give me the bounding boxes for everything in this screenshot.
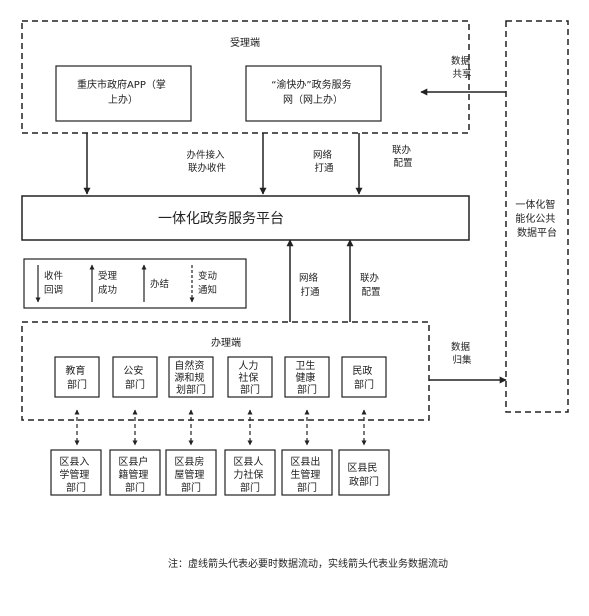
public-data-platform-box xyxy=(505,20,569,413)
district-box-enrollment xyxy=(50,449,102,496)
handling-end-title: 办理端 xyxy=(211,336,241,349)
district-label-housing: 区县房 屋管理 部门 xyxy=(174,455,207,494)
data-share-label: 数据 共享 xyxy=(451,55,473,80)
district-box-birth xyxy=(281,449,333,496)
dept-label-natural-resources: 自然资 源和规 划部门 xyxy=(174,359,207,396)
status-change-label: 变动 通知 xyxy=(198,270,220,296)
dept-label-public-security: 公安 部门 xyxy=(123,364,146,391)
status-accepted-label: 受理 成功 xyxy=(98,270,120,296)
intake-label: 办件接入 联办收件 xyxy=(186,149,227,174)
dept-label-civil-affairs: 民政 部门 xyxy=(352,364,375,391)
gov-app-box xyxy=(55,65,192,122)
dept-label-hr-social: 人力 社保 部门 xyxy=(238,359,261,396)
district-label-civil-affairs: 区县民 政部门 xyxy=(347,462,380,488)
gov-service-platform-box xyxy=(21,195,470,241)
dept-box-health xyxy=(284,356,330,398)
legend-note: 注：虚线箭头代表必要时数据流动，实线箭头代表业务数据流动 xyxy=(168,557,448,570)
data-collect-label: 数据 归集 xyxy=(451,341,473,366)
joint-config-top-label: 联办 配置 xyxy=(392,144,414,169)
joint-config-mid-label: 联办 配置 xyxy=(360,272,382,298)
gov-app-label: 重庆市政府APP（掌 上办） xyxy=(77,78,169,106)
district-box-household xyxy=(109,449,161,496)
public-data-platform-label: 一体化智 能化公共 数据平台 xyxy=(515,198,558,239)
gov-service-platform-title: 一体化政务服务平台 xyxy=(158,211,284,227)
acceptance-end-title: 受理端 xyxy=(230,36,260,49)
status-box xyxy=(23,258,247,309)
district-label-household: 区县户 籍管理 部门 xyxy=(118,455,151,494)
dept-box-civil-affairs xyxy=(341,356,387,398)
status-completed-label: 办结 xyxy=(150,278,169,290)
network-mid-label: 网络 打通 xyxy=(299,272,321,298)
status-callback-label: 收件 回调 xyxy=(44,270,66,296)
district-box-housing xyxy=(165,449,217,496)
dept-label-health: 卫生 健康 部门 xyxy=(295,359,318,396)
district-box-civil-affairs xyxy=(338,449,390,496)
dept-box-public-security xyxy=(112,356,158,398)
dept-box-hr-social xyxy=(227,356,273,398)
dept-label-education: 教育 部门 xyxy=(65,364,88,391)
gov-web-box xyxy=(245,65,382,122)
gov-web-label: “渝快办”政务服务 网（网上办） xyxy=(271,78,355,106)
network-top-label: 网络 打通 xyxy=(313,149,335,174)
district-label-hr-social: 区县人 力社保 部门 xyxy=(233,456,266,494)
acceptance-end-box xyxy=(21,20,470,134)
dept-box-education xyxy=(54,356,100,398)
district-box-hr-social xyxy=(224,449,276,496)
handling-end-box xyxy=(21,321,430,421)
dept-box-natural-resources xyxy=(168,356,214,398)
district-label-birth: 区县出 生管理 部门 xyxy=(290,455,323,494)
district-label-enrollment: 区县入 学管理 部门 xyxy=(59,456,92,494)
